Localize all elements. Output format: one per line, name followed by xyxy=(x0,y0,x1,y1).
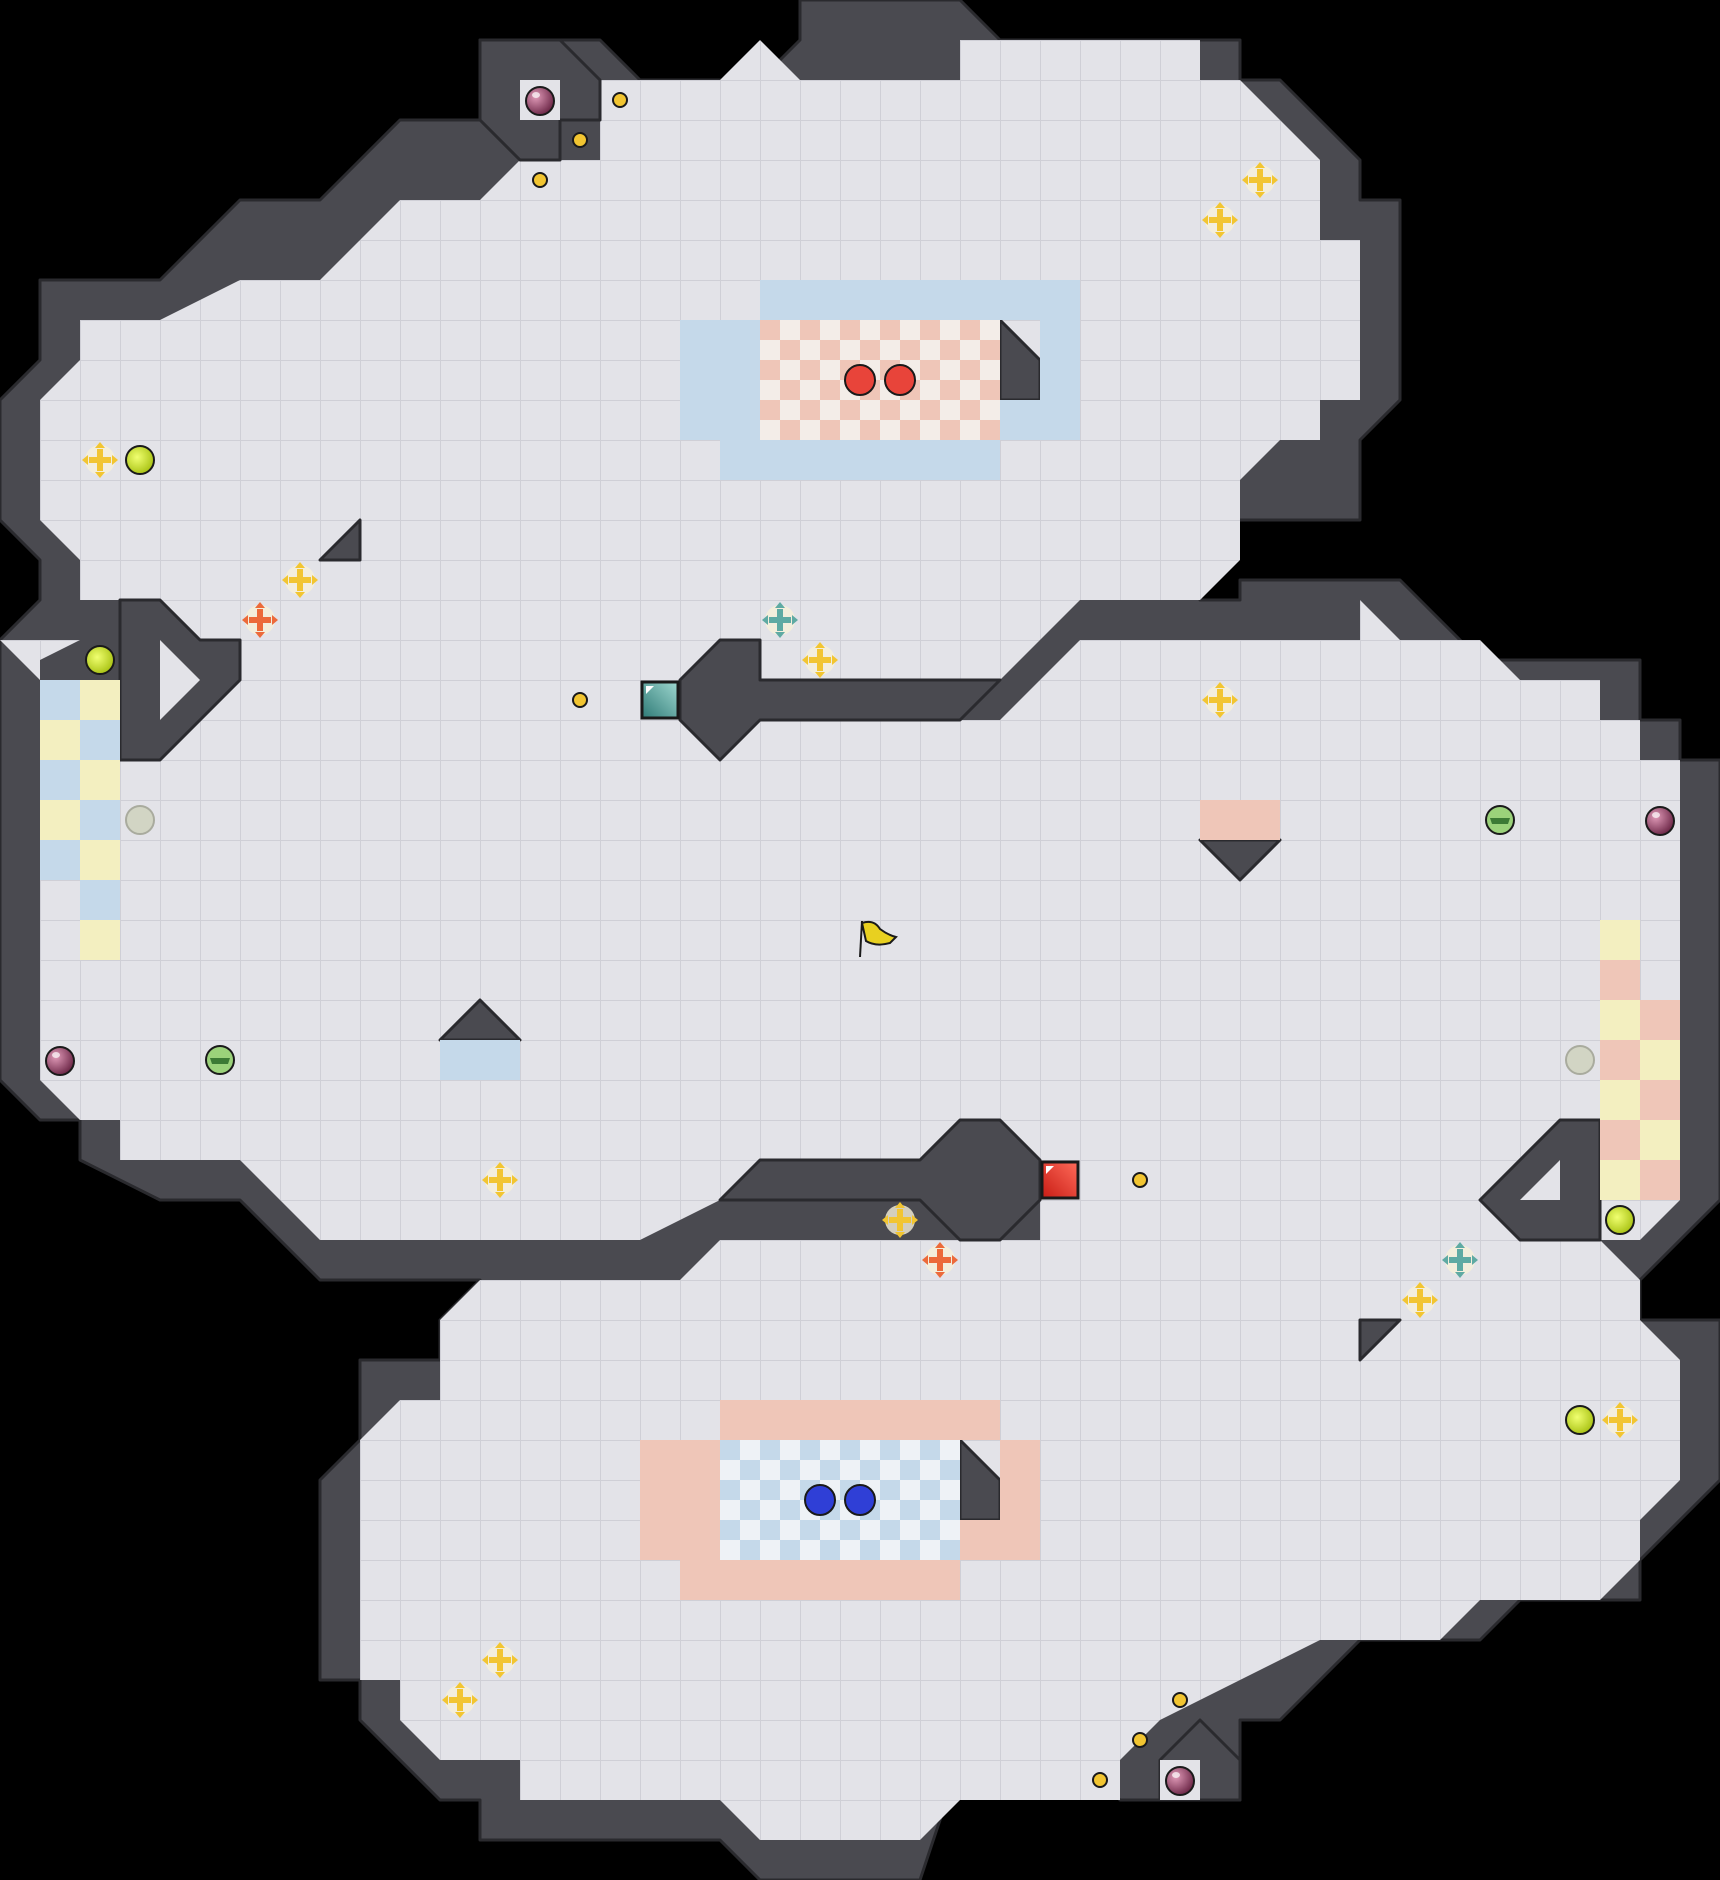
small-orb-icon xyxy=(532,172,548,188)
bomb-icon xyxy=(1165,1766,1195,1796)
small-orb-icon xyxy=(572,692,588,708)
blue-tiles-top xyxy=(680,280,1080,480)
inactive-powerup-icon xyxy=(1565,1045,1595,1075)
small-orb-icon xyxy=(1132,1172,1148,1188)
blue-player-ball[interactable] xyxy=(804,1484,836,1516)
teal-boost-icon xyxy=(1442,1242,1478,1278)
powerup-icon xyxy=(1565,1405,1595,1435)
red-boost-icon xyxy=(242,602,278,638)
boost-icon xyxy=(882,1202,918,1238)
yellow-flag-icon[interactable] xyxy=(859,920,898,958)
powerup-icon xyxy=(85,645,115,675)
rolling-bomb-icon xyxy=(1485,805,1515,835)
boost-icon xyxy=(442,1682,478,1718)
boost-icon xyxy=(82,442,118,478)
teal-gate-tile xyxy=(640,680,680,720)
boost-icon xyxy=(1202,202,1238,238)
teal-boost-icon xyxy=(762,602,798,638)
blue-pad xyxy=(440,1040,520,1080)
boost-icon xyxy=(482,1642,518,1678)
red-player-ball[interactable] xyxy=(884,364,916,396)
small-orb-icon xyxy=(612,92,628,108)
boost-icon xyxy=(1402,1282,1438,1318)
rolling-bomb-icon xyxy=(205,1045,235,1075)
entity-layer xyxy=(45,86,1675,1796)
blue-player-ball[interactable] xyxy=(844,1484,876,1516)
red-player-ball[interactable] xyxy=(844,364,876,396)
boost-icon xyxy=(1202,682,1238,718)
boost-icon xyxy=(282,562,318,598)
powerup-icon xyxy=(1605,1205,1635,1235)
small-orb-icon xyxy=(1172,1692,1188,1708)
boost-icon xyxy=(1602,1402,1638,1438)
floor-regions xyxy=(0,40,1680,1840)
boost-icon xyxy=(1242,162,1278,198)
red-tiles-bottom xyxy=(640,1400,1040,1600)
red-boost-icon xyxy=(922,1242,958,1278)
bomb-icon xyxy=(525,86,555,116)
bomb-icon xyxy=(1645,806,1675,836)
side-tiles-left xyxy=(40,680,120,960)
inactive-powerup-icon xyxy=(125,805,155,835)
boost-icon xyxy=(482,1162,518,1198)
side-tiles-right xyxy=(1600,920,1680,1200)
powerup-icon xyxy=(125,445,155,475)
small-orb-icon xyxy=(1092,1772,1108,1788)
red-endzone xyxy=(760,320,1000,440)
bomb-icon xyxy=(45,1046,75,1076)
small-orb-icon xyxy=(1132,1732,1148,1748)
boost-icon xyxy=(802,642,838,678)
red-gate-tile xyxy=(1040,1160,1080,1200)
blue-endzone xyxy=(720,1440,960,1560)
red-pad xyxy=(1200,800,1280,840)
small-orb-icon xyxy=(572,132,588,148)
